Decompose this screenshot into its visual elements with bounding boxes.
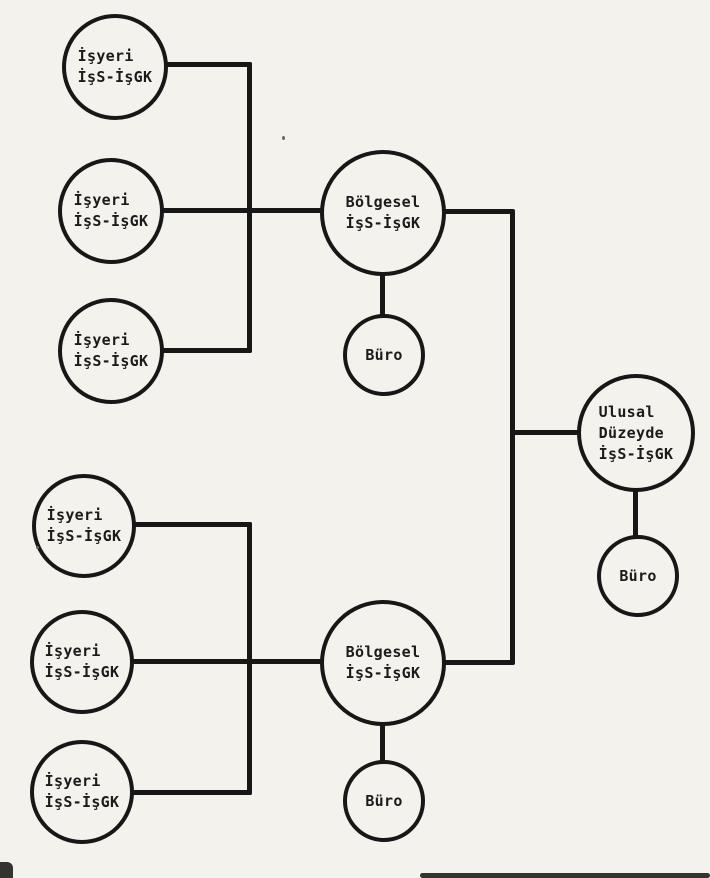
- node-label-block: Bölgesel İşS-İşGK: [346, 192, 421, 234]
- node-label-block: İşyeri İşS-İşGK: [74, 190, 149, 232]
- connector-right-bus: [510, 209, 515, 665]
- node-workplace-bottom-1: İşyeri İşS-İşGK: [32, 474, 136, 578]
- node-workplace-bottom-3: İşyeri İşS-İşGK: [30, 740, 134, 844]
- connector-regionaltop-to-rightbus: [444, 209, 514, 214]
- node-label: İşS-İşGK: [77, 68, 153, 86]
- node-label: Büro: [619, 566, 657, 585]
- node-label: İşS-İşGK: [73, 212, 149, 230]
- node-national: Ulusal Düzeyde İşS-İşGK: [577, 374, 695, 492]
- node-label-block: Büro: [365, 791, 402, 812]
- node-buro-regional-bottom: Büro: [343, 760, 425, 842]
- scan-artifact: [420, 873, 710, 878]
- connector-workplace2-to-regional: [162, 208, 322, 213]
- node-label: İşS-İşGK: [345, 664, 421, 682]
- scan-speck: [36, 546, 39, 549]
- node-label: Büro: [365, 345, 403, 364]
- node-label: İşyeri: [44, 772, 101, 790]
- node-label: İşyeri: [44, 642, 101, 660]
- connector-regionalbottom-to-rightbus: [444, 660, 514, 665]
- connector-top-left-bus: [247, 62, 252, 353]
- node-workplace-top-3: İşyeri İşS-İşGK: [58, 298, 164, 404]
- node-workplace-bottom-2: İşyeri İşS-İşGK: [30, 610, 134, 714]
- node-label-block: İşyeri İşS-İşGK: [45, 641, 120, 683]
- node-label-block: Bölgesel İşS-İşGK: [346, 642, 421, 684]
- node-label: Ulusal: [598, 402, 655, 421]
- connector-workplace4-to-bus: [134, 522, 252, 527]
- node-label-block: İşyeri İşS-İşGK: [78, 46, 153, 88]
- scan-speck: [282, 136, 285, 140]
- node-label: İşS-İşGK: [73, 352, 149, 370]
- node-label-block: Büro: [365, 345, 402, 366]
- node-label: İşS-İşGK: [46, 527, 122, 545]
- connector-regionaltop-to-buro: [380, 274, 385, 316]
- node-label: İşS-İşGK: [44, 663, 120, 681]
- connector-workplace1-to-bus: [166, 62, 252, 67]
- node-buro-national: Büro: [597, 535, 679, 617]
- node-label-block: İşyeri İşS-İşGK: [47, 505, 122, 547]
- node-label: Bölgesel: [345, 643, 421, 661]
- node-label: İşyeri: [77, 47, 134, 65]
- connector-workplace6-to-bus: [132, 790, 252, 795]
- connector-bus-to-national: [510, 430, 580, 435]
- node-label-block: İşyeri İşS-İşGK: [74, 330, 149, 372]
- node-label: İşyeri: [73, 331, 130, 349]
- node-regional-bottom: Bölgesel İşS-İşGK: [320, 600, 446, 726]
- scan-artifact: [0, 862, 13, 878]
- node-label: Düzeyde: [598, 423, 664, 442]
- connector-workplace5-to-regional: [132, 659, 322, 664]
- node-label-block: Büro: [619, 566, 656, 587]
- node-label: İşyeri: [46, 506, 103, 524]
- node-workplace-top-2: İşyeri İşS-İşGK: [58, 158, 164, 264]
- node-label: Bölgesel: [345, 193, 421, 211]
- connector-workplace3-to-bus: [162, 348, 252, 353]
- connector-national-to-buro: [633, 490, 638, 538]
- node-workplace-top-1: İşyeri İşS-İşGK: [62, 14, 168, 120]
- node-buro-regional-top: Büro: [343, 314, 425, 396]
- node-label-block: Ulusal Düzeyde İşS-İşGK: [599, 402, 674, 465]
- node-label-block: İşyeri İşS-İşGK: [45, 771, 120, 813]
- node-label: İşS-İşGK: [345, 214, 421, 232]
- node-label: İşS-İşGK: [44, 793, 120, 811]
- connector-regionalbottom-to-buro: [380, 724, 385, 764]
- node-label: İşS-İşGK: [598, 444, 674, 463]
- node-regional-top: Bölgesel İşS-İşGK: [320, 150, 446, 276]
- node-label: Büro: [365, 791, 403, 810]
- connector-bottom-left-bus: [247, 522, 252, 795]
- node-label: İşyeri: [73, 191, 130, 209]
